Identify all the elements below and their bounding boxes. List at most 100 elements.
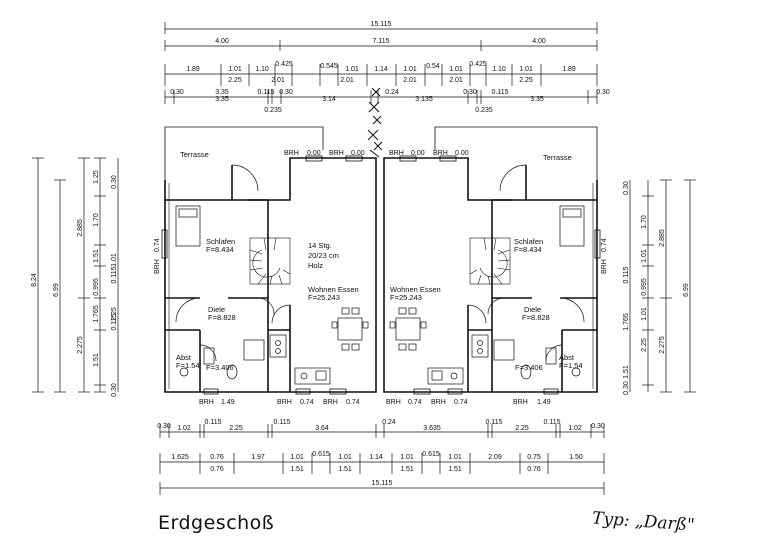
brh-label: BRH [386, 399, 401, 406]
room-area: F=8.434 [514, 245, 542, 254]
right-dim: 0.30 [623, 381, 630, 395]
bottom-dim: 1.51 [290, 466, 304, 473]
top-dim: 0.235 [475, 107, 493, 114]
type-handwritten-note: Typ: „Darß" [591, 508, 696, 536]
left-dim: 1.01 [111, 253, 118, 267]
top-dim: 0.54 [426, 63, 440, 70]
right-dimension-chains [629, 179, 696, 393]
brh-label: BRH [433, 150, 448, 157]
bottom-dim: 0.615 [422, 451, 440, 458]
brh-label: BRH [389, 150, 404, 157]
room-labels: Terrasse Terrasse Schlafen F=8.434 Schla… [176, 150, 583, 372]
brh-label: BRH [199, 399, 214, 406]
room-label-wohnen: Wohnen Essen [390, 285, 441, 294]
top-dim: 0.30 [279, 89, 293, 96]
top-dim: 1.10 [255, 66, 269, 73]
brh-value: 0.00 [351, 150, 365, 157]
bottom-total-dim: 15.115 [372, 480, 393, 487]
top-dim: 3.35 [530, 96, 544, 103]
room-label-diele: Diele [524, 305, 541, 314]
stair-label: Holz [308, 261, 323, 270]
left-dim: 0.30 [111, 383, 118, 397]
top-dim: 7.115 [373, 38, 390, 45]
left-dimension-chains [32, 157, 119, 393]
top-dim: 1.89 [186, 66, 200, 73]
window-labels: BRH 0.00 BRH 0.00 BRH 0.00 BRH 0.00 BRH … [154, 150, 608, 406]
bottom-dim: 0.115 [486, 419, 503, 426]
top-dim: 0.545 [320, 63, 338, 70]
staircase [249, 237, 511, 285]
brh-value: 1.49 [221, 399, 235, 406]
left-dim: 0.115 [111, 313, 118, 330]
bottom-dim: 1.97 [251, 454, 265, 461]
left-dim: 0.30 [111, 175, 118, 189]
bottom-dim: 3.635 [423, 425, 441, 432]
bottom-dimension-labels: 0.30 1.02 0.115 2.25 0.115 3.64 0.24 3.6… [157, 419, 605, 487]
room-area: F=8.434 [206, 245, 234, 254]
left-dimension-labels: 8.24 6.99 2.885 2.275 1.25 1.70 1.51 0.9… [31, 170, 118, 397]
room-label-schlafen: Schlafen [206, 237, 235, 246]
bottom-dim: 2.09 [488, 454, 502, 461]
bottom-dim: 0.30 [157, 423, 171, 430]
left-dim: 1.70 [93, 213, 100, 227]
bottom-dim: 1.50 [569, 454, 583, 461]
top-dim: 0.24 [385, 89, 399, 96]
top-dim: 0.235 [264, 107, 282, 114]
top-dim: 4.00 [532, 38, 546, 45]
bottom-dim: 0.76 [527, 466, 541, 473]
right-dimension-labels: 6.99 2.885 2.275 0.30 1.70 1.01 0.115 0.… [623, 181, 690, 395]
brh-value: 1.49 [537, 399, 551, 406]
room-area: F=8.828 [208, 313, 236, 322]
bottom-dim: 0.76 [210, 454, 224, 461]
top-dim: 3.35 [215, 96, 229, 103]
room-label-wohnen: Wohnen Essen [308, 285, 359, 294]
top-dimension-labels: 15.115 4.00 7.115 4.00 1.89 1.01 1.10 0.… [170, 21, 610, 114]
top-dim: 1.01 [228, 66, 242, 73]
dining-table [331, 307, 427, 351]
room-label-diele: Diele [208, 305, 225, 314]
left-dim: 2.25 [111, 307, 118, 321]
top-dim: 2.01 [403, 77, 417, 84]
left-dim: 8.24 [31, 273, 38, 287]
brh-value: 0.00 [307, 150, 321, 157]
bottom-dim: 1.01 [448, 454, 462, 461]
bottom-dim: 3.64 [315, 425, 329, 432]
brh-label: BRH [154, 259, 161, 274]
top-dim: 0.425 [469, 61, 487, 68]
top-dim: 2.01 [449, 77, 463, 84]
room-label-terrasse-right: Terrasse [543, 153, 572, 162]
right-dim: 1.765 [623, 313, 630, 331]
bottom-dim: 0.115 [205, 419, 222, 426]
room-area-bath: F=3.406 [206, 363, 234, 372]
bottom-dim: 1.01 [400, 454, 414, 461]
floor-plan-drawing: 15.115 4.00 7.115 4.00 1.89 1.01 1.10 0.… [31, 21, 696, 495]
left-dim: 0.995 [93, 278, 100, 296]
top-dim: 1.14 [374, 66, 388, 73]
brh-value: 0.74 [346, 399, 360, 406]
right-dim: 1.01 [641, 249, 648, 263]
brh-value: 0.00 [455, 150, 469, 157]
left-dim: 2.275 [77, 336, 84, 354]
room-area: F=8.828 [522, 313, 550, 322]
bottom-dim: 1.01 [290, 454, 304, 461]
stair-label: 14 Stg. [308, 241, 332, 250]
bed-furniture [175, 205, 585, 247]
top-dim: 4.00 [215, 38, 229, 45]
brh-label: BRH [329, 150, 344, 157]
right-dim: 6.99 [683, 283, 690, 297]
brh-value: 0.74 [300, 399, 314, 406]
bottom-dim: 1.02 [177, 425, 191, 432]
top-dim: 1.01 [519, 66, 533, 73]
brh-label: BRH [277, 399, 292, 406]
room-area: F=25.243 [390, 293, 422, 302]
brh-value: 0.74 [154, 238, 161, 252]
brh-label: BRH [431, 399, 446, 406]
bottom-dim: 1.02 [568, 425, 582, 432]
top-dim: 3.35 [215, 89, 229, 96]
bottom-dim: 1.14 [369, 454, 383, 461]
floor-title: Erdgeschoß [158, 512, 275, 534]
room-area-bath: F=3.406 [515, 363, 543, 372]
right-dim: 2.25 [641, 338, 648, 352]
top-dim: 2.25 [228, 77, 242, 84]
